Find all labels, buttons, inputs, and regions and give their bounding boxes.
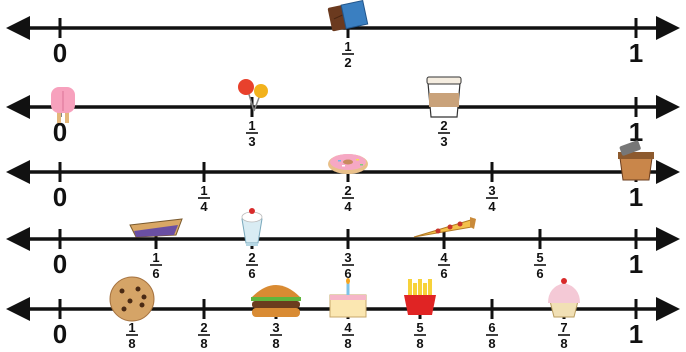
- fraction-label: 38: [270, 320, 282, 351]
- fraction-denominator: 6: [248, 266, 255, 281]
- pie-slice-icon: [130, 219, 182, 237]
- label-one: 1: [629, 249, 643, 279]
- fraction-denominator: 6: [152, 266, 159, 281]
- fraction-numerator: 3: [272, 320, 279, 335]
- fraction-numerator: 2: [200, 320, 207, 335]
- label-one: 1: [629, 38, 643, 68]
- fraction-denominator: 2: [344, 55, 351, 70]
- fraction-numerator: 3: [344, 250, 351, 265]
- fraction-label: 18: [126, 320, 138, 351]
- fraction-numerator: 1: [128, 320, 135, 335]
- fraction-label: 48: [342, 320, 354, 351]
- fraction-label: 68: [486, 320, 498, 351]
- fraction-numerator: 1: [344, 39, 351, 54]
- fraction-numerator: 3: [488, 183, 495, 198]
- right-arrow-icon: [656, 297, 680, 321]
- fraction-denominator: 4: [344, 199, 352, 214]
- label-one: 1: [629, 182, 643, 212]
- fraction-numerator: 4: [440, 250, 448, 265]
- fraction-denominator: 6: [536, 266, 543, 281]
- label-zero: 0: [53, 182, 67, 212]
- fraction-numerator: 5: [536, 250, 543, 265]
- fraction-label: 36: [342, 250, 354, 281]
- fraction-label: 14: [198, 183, 210, 214]
- fraction-denominator: 8: [344, 336, 351, 351]
- fraction-numerator: 1: [200, 183, 207, 198]
- right-arrow-icon: [656, 227, 680, 251]
- fraction-label: 13: [246, 118, 258, 149]
- coffee-cup-icon: [427, 77, 461, 117]
- right-arrow-icon: [656, 16, 680, 40]
- fraction-denominator: 3: [440, 134, 447, 149]
- label-zero: 0: [53, 38, 67, 68]
- left-arrow-icon: [6, 227, 30, 251]
- fraction-denominator: 8: [128, 336, 135, 351]
- cake-icon: [330, 278, 366, 317]
- cookie-icon: [110, 277, 154, 321]
- fraction-denominator: 8: [416, 336, 423, 351]
- fraction-denominator: 4: [200, 199, 208, 214]
- fraction-numerator: 6: [488, 320, 495, 335]
- fraction-denominator: 8: [560, 336, 567, 351]
- donut-icon: [328, 154, 368, 174]
- fraction-denominator: 3: [248, 134, 255, 149]
- fraction-label: 56: [534, 250, 546, 281]
- fraction-label: 16: [150, 250, 162, 281]
- fraction-numerator: 2: [440, 118, 447, 133]
- fraction-label: 23: [438, 118, 450, 149]
- left-arrow-icon: [6, 95, 30, 119]
- fraction-numerator: 4: [344, 320, 352, 335]
- burger-icon: [251, 285, 301, 317]
- right-arrow-icon: [656, 95, 680, 119]
- fraction-label: 78: [558, 320, 570, 351]
- cupcake-icon: [548, 278, 580, 317]
- right-arrow-icon: [656, 160, 680, 184]
- label-zero: 0: [53, 319, 67, 349]
- fraction-numerator: 1: [248, 118, 255, 133]
- fraction-numerator: 2: [248, 250, 255, 265]
- fraction-denominator: 8: [488, 336, 495, 351]
- fraction-numerator: 7: [560, 320, 567, 335]
- label-one: 1: [629, 319, 643, 349]
- fraction-denominator: 4: [488, 199, 496, 214]
- fraction-label: 12: [342, 39, 354, 70]
- fraction-label: 24: [342, 183, 354, 214]
- fraction-label: 58: [414, 320, 426, 351]
- left-arrow-icon: [6, 16, 30, 40]
- fraction-label: 28: [198, 320, 210, 351]
- label-zero: 0: [53, 249, 67, 279]
- fraction-denominator: 6: [440, 266, 447, 281]
- fraction-numerator: 1: [152, 250, 159, 265]
- fraction-label: 46: [438, 250, 450, 281]
- left-arrow-icon: [6, 160, 30, 184]
- left-arrow-icon: [6, 297, 30, 321]
- fries-icon: [404, 279, 436, 315]
- fraction-label: 34: [486, 183, 498, 214]
- fraction-denominator: 8: [200, 336, 207, 351]
- fraction-numerator: 2: [344, 183, 351, 198]
- fraction-denominator: 8: [272, 336, 279, 351]
- fraction-label: 26: [246, 250, 258, 281]
- fraction-numerator: 5: [416, 320, 423, 335]
- pot-icon: [618, 140, 654, 180]
